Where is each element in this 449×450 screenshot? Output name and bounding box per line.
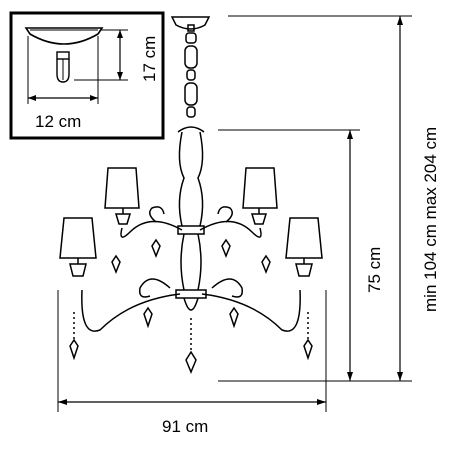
canopy-width-label: 12 cm: [35, 112, 81, 131]
canopy-detail-inset: 12 cm 17 cm: [9, 11, 165, 140]
total-height-label: min 104 cm max 204 cm: [421, 127, 440, 312]
canopy-height-label: 17 cm: [140, 36, 159, 82]
chandelier-illustration: [59, 16, 323, 374]
width-label: 91 cm: [162, 417, 208, 436]
dimension-lines: [57, 15, 412, 412]
body-height-label: 75 cm: [365, 247, 384, 293]
